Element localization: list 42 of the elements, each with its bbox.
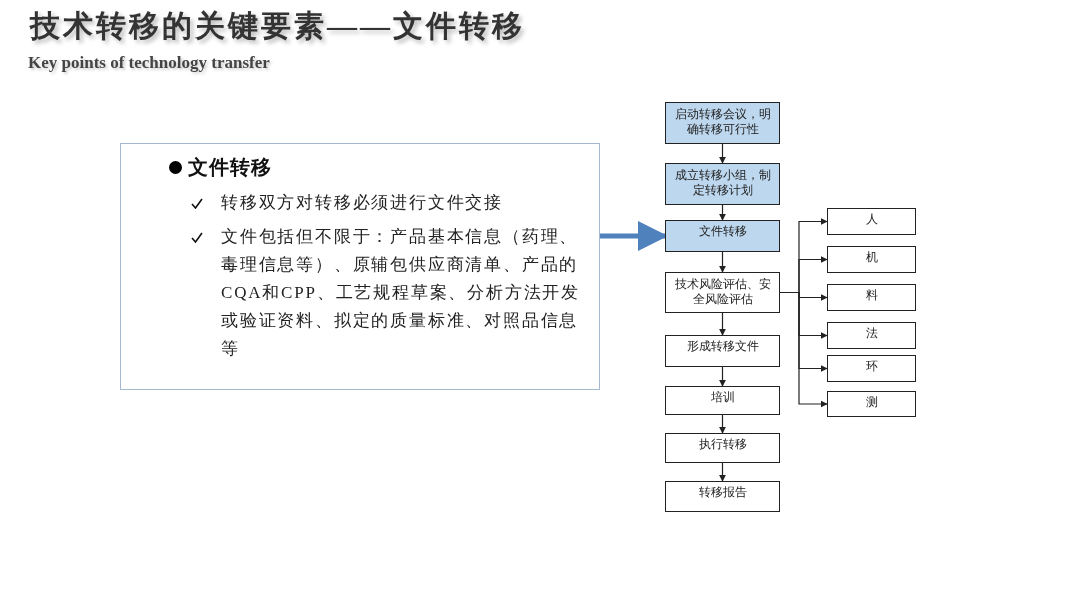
- process-box: [827, 391, 916, 417]
- arrow: [718, 251, 727, 273]
- process-box: [665, 481, 780, 512]
- slide-title: 技术转移的关键要素——文件转移: [30, 8, 525, 44]
- process-box: [827, 208, 916, 235]
- step-label: 文件转移: [697, 224, 748, 239]
- arrow: [718, 414, 727, 434]
- highlighted-step-box: [665, 102, 780, 144]
- process-box: [827, 355, 916, 382]
- step-label: 人: [864, 212, 879, 227]
- process-box: [665, 433, 780, 463]
- text-panel: [120, 143, 600, 390]
- bullet-text: 转移双方对转移必须进行文件交接: [221, 192, 504, 214]
- arrow: [718, 143, 727, 164]
- highlighted-step-box: [665, 220, 780, 252]
- arrow: [779, 291, 828, 408]
- arrow: [718, 312, 727, 336]
- step-label: 成立转移小组，制定转移计划: [674, 168, 771, 198]
- step-label: 法: [864, 326, 879, 341]
- slide-subtitle: Key points of technology transfer: [28, 53, 270, 73]
- panel-heading: 文件转移: [188, 155, 272, 180]
- step-label: 料: [864, 288, 879, 303]
- arrow: [718, 366, 727, 387]
- process-box: [827, 322, 916, 349]
- process-box: [665, 335, 780, 367]
- step-label: 执行转移: [697, 437, 748, 452]
- step-label: 培训: [709, 390, 736, 405]
- step-label: 形成转移文件: [685, 339, 760, 354]
- step-label: 技术风险评估、安全风险评估: [674, 277, 771, 307]
- step-label: 环: [864, 359, 879, 374]
- process-box: [827, 246, 916, 273]
- arrow: [718, 204, 727, 221]
- process-box: [665, 386, 780, 415]
- process-box: [827, 284, 916, 311]
- bullet-text: 文件包括但不限于：产品基本信息（药理、毒理信息等）、原辅包供应商清单、产品的CQA和CPP、工艺规程草案、分析方法开发或验证资料、拟定的质量标准、对照品信息等: [221, 226, 581, 360]
- arrow: [718, 462, 727, 482]
- process-box: [665, 272, 780, 313]
- step-label: 转移报告: [697, 485, 748, 500]
- step-label: 测: [864, 395, 879, 410]
- highlighted-step-box: [665, 163, 780, 205]
- step-label: 启动转移会议，明确转移可行性: [674, 107, 771, 137]
- step-label: 机: [864, 250, 879, 265]
